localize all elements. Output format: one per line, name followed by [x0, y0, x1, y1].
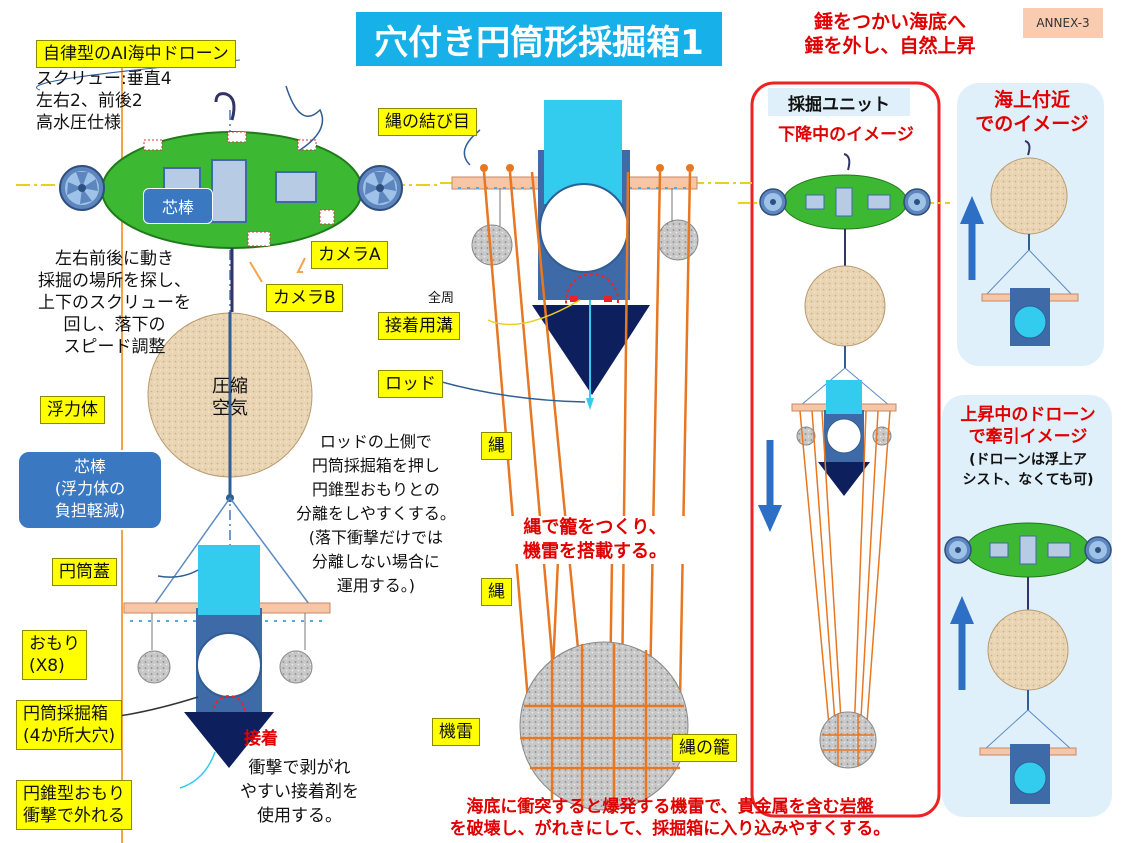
- box-label: 円筒採掘箱 (4か所大穴): [16, 700, 123, 750]
- cylinder-lid-label: 円筒蓋: [52, 558, 117, 586]
- cage-label: 縄の籠: [672, 734, 737, 762]
- annex-badge: ANNEX-3: [1023, 8, 1103, 38]
- adhesive-text: 衝撃で剥がれ やすい接着剤を 使用する。: [240, 758, 359, 826]
- core-callout: 芯棒 (浮力体の 負担軽減): [17, 450, 163, 530]
- surface-unit: [960, 140, 1079, 346]
- ascending-unit: [944, 522, 1112, 804]
- drone-name-label: 自律型のAI海中ドローン: [36, 40, 236, 68]
- adhesion-red: 接着: [244, 729, 278, 749]
- rod-label: ロッド: [378, 370, 443, 398]
- knot-label: 縄の結び目: [378, 108, 477, 136]
- movement-text: 左右前後に動き 採掘の場所を探し、 上下のスクリューを 回し、落下の スピード調…: [38, 249, 191, 357]
- page-title: 穴付き円筒形採掘箱1: [356, 12, 722, 66]
- top-note: 錘をつかい海底へ 錘を外し、自然上昇: [804, 11, 976, 57]
- unit-title: 採掘ユニット: [768, 88, 910, 116]
- rod-text: ロッドの上側で 円筒採掘箱を押し 円錐型おもりとの 分離をしやすくする。 (落下…: [296, 432, 456, 595]
- descending-unit: [738, 153, 950, 769]
- mining-box-main: [123, 545, 331, 768]
- sea-mine: [519, 641, 690, 811]
- rope-label-2: 縄: [481, 578, 512, 606]
- cone-label: 円錐型おもり 衝撃で外れる: [16, 780, 132, 830]
- mining-box-center: [451, 100, 699, 406]
- camera-a-label: カメラA: [311, 241, 388, 269]
- descending-text: 下降中のイメージ: [778, 125, 914, 145]
- weight-label: おもり (X8): [22, 630, 87, 680]
- float-inner-text: 圧縮 空気: [212, 376, 248, 419]
- ascending-title: 上昇中のドローン で牽引イメージ: [960, 405, 1096, 447]
- groove-label: 接着用溝: [378, 312, 460, 340]
- camera-b-label: カメラB: [266, 284, 343, 312]
- cage-note: 縄で籠をつくり、 機雷を搭載する。: [505, 516, 685, 564]
- float-label: 浮力体: [40, 396, 105, 424]
- bottom-note: 海底に衝突すると爆発する機雷で、貴金属を含む岩盤 を破壊し、がれきにして、採掘箱…: [449, 797, 891, 839]
- ascending-sub: (ドローンは浮上ア シスト、なくても可): [962, 452, 1094, 488]
- mine-label: 機雷: [432, 718, 480, 746]
- drone-spec: スクリュー:垂直4 左右2、前後2 高水圧仕様: [36, 69, 172, 133]
- rope-label-1: 縄: [481, 432, 512, 460]
- core-label-small: 芯棒: [143, 188, 213, 224]
- surface-text: 海上付近 でのイメージ: [975, 89, 1089, 135]
- groove-small-label: 全周: [428, 291, 455, 306]
